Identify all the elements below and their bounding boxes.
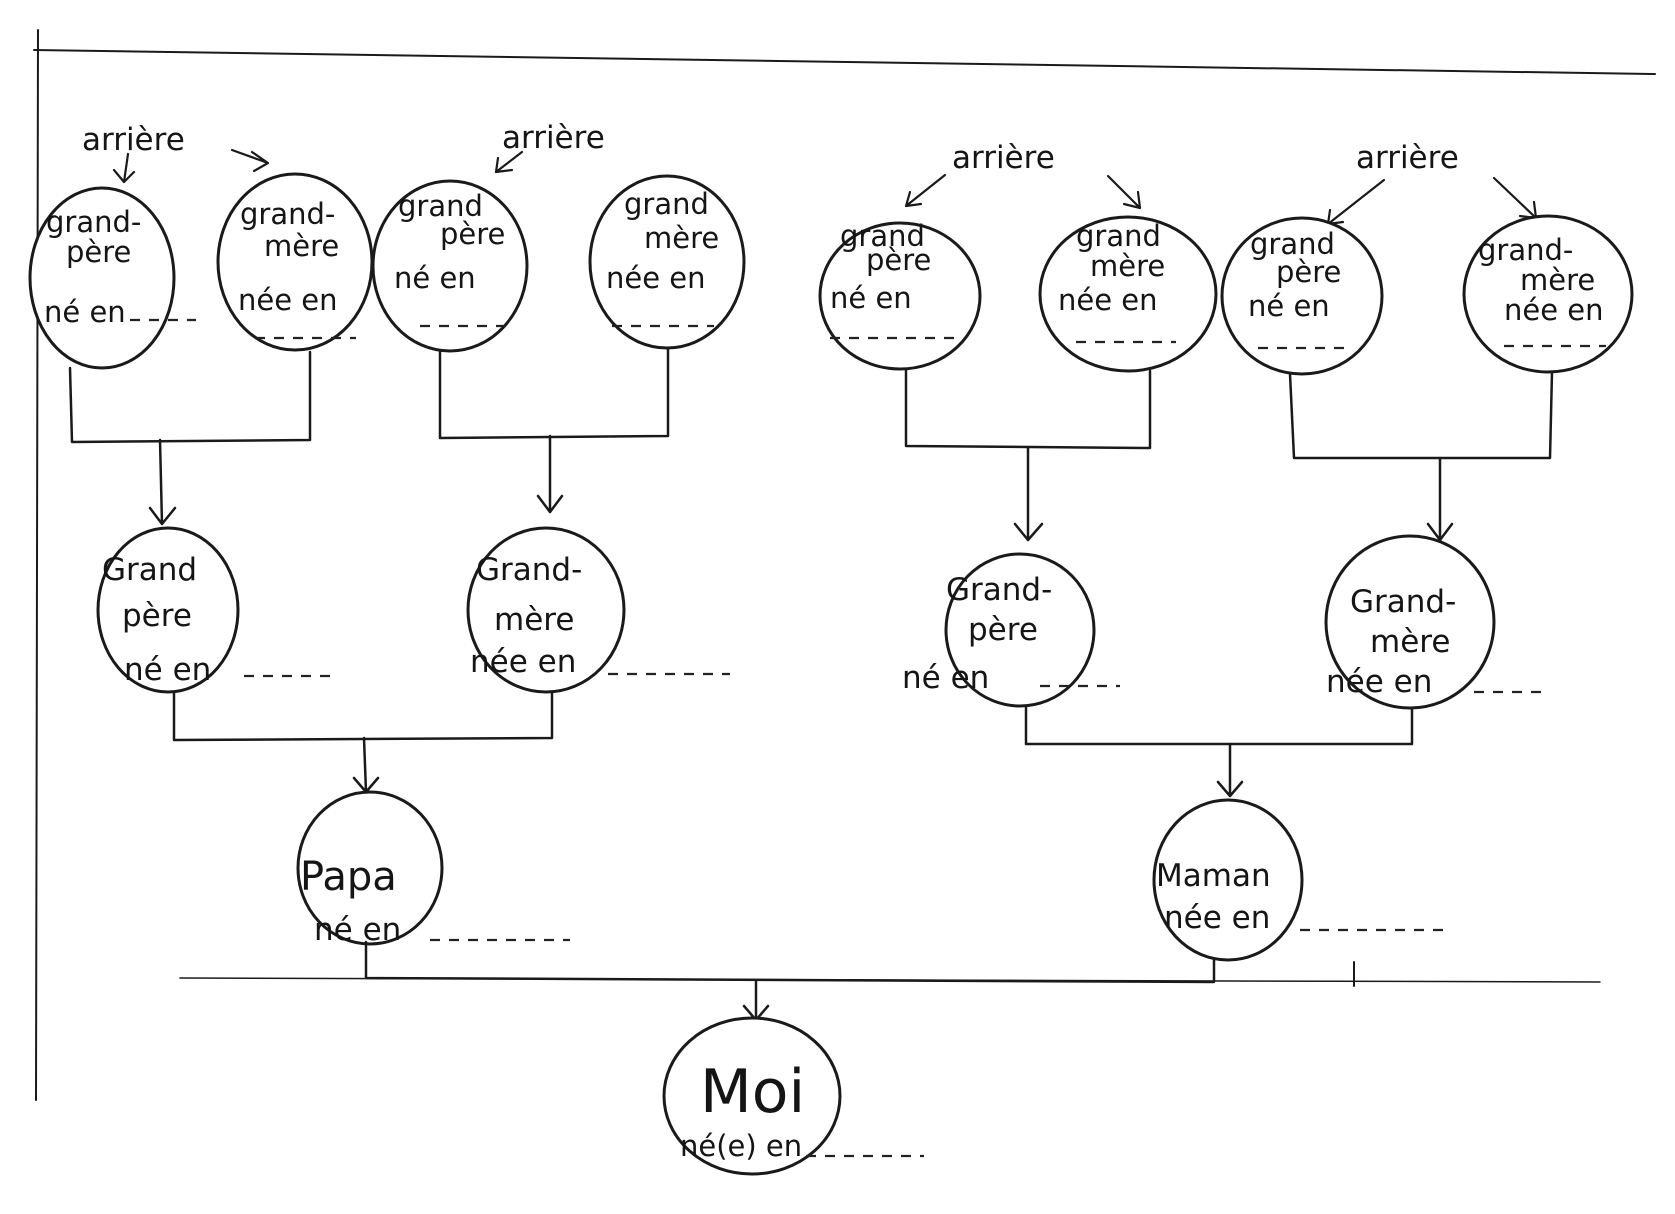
ggp-4-line2: père bbox=[1276, 255, 1341, 289]
gp-maternal-line3: né en bbox=[902, 660, 989, 696]
ggm-3-line2: mère bbox=[1090, 249, 1165, 283]
moi-line1: Moi bbox=[700, 1057, 805, 1127]
connectors-level-1 bbox=[68, 346, 1554, 542]
gp-paternal-line3: né en bbox=[124, 652, 211, 688]
arriere-label-3: arrière bbox=[952, 140, 1055, 176]
ggm-2-line3: née en bbox=[606, 261, 706, 295]
gm-maternal-line1: Grand- bbox=[1350, 584, 1456, 620]
arriere-label-2: arrière bbox=[502, 120, 605, 156]
ggp-4-line1: grand bbox=[1250, 227, 1335, 261]
ggp-2-line2: père bbox=[440, 217, 505, 251]
grandmother-paternal: Grand- mère née en bbox=[466, 526, 730, 694]
gp-maternal-line2: père bbox=[968, 612, 1038, 648]
arriere-group-3: arrière bbox=[904, 140, 1142, 210]
great-grandfather-3: grand père né en bbox=[818, 219, 982, 371]
ggp-3-line2: père bbox=[866, 243, 931, 277]
grandfather-maternal: Grand- père né en bbox=[902, 552, 1120, 708]
great-grandmother-3: grand mère née en bbox=[1038, 215, 1218, 373]
gm-paternal-line1: Grand- bbox=[476, 552, 582, 588]
moi-node: Moi né(e) en bbox=[662, 1016, 924, 1176]
ggm-4-line1: grand- bbox=[1478, 233, 1573, 267]
ggp-3-line3: né en bbox=[830, 281, 912, 315]
great-grandmother-4: grand- mère née en bbox=[1462, 214, 1634, 374]
gm-paternal-line3: née en bbox=[470, 644, 576, 680]
gp-maternal-line1: Grand- bbox=[946, 572, 1052, 608]
papa-node: Papa né en bbox=[296, 790, 570, 948]
grandfather-paternal: Grand père né en bbox=[96, 526, 330, 694]
arriere-group-1: arrière bbox=[82, 122, 270, 184]
maman-line1: Maman bbox=[1156, 858, 1271, 894]
ggp-1-line2: père bbox=[66, 235, 131, 269]
ggm-2-line1: grand bbox=[624, 187, 709, 221]
great-grandmother-2: grand mère née en bbox=[588, 174, 746, 350]
ggm-1-line1: grand- bbox=[240, 197, 335, 231]
ggm-1-line3: née en bbox=[238, 283, 338, 317]
ggp-1-line3: né en bbox=[44, 295, 126, 329]
ggm-1-line2: mère bbox=[264, 229, 339, 263]
gm-maternal-line2: mère bbox=[1370, 624, 1450, 660]
ggp-2-line3: né en bbox=[394, 261, 476, 295]
gp-paternal-line2: père bbox=[122, 598, 192, 634]
arriere-label-1: arrière bbox=[82, 122, 185, 158]
gm-maternal-line3: née en bbox=[1326, 664, 1432, 700]
ggp-4-line3: né en bbox=[1248, 289, 1330, 323]
maman-node: Maman née en bbox=[1152, 798, 1450, 962]
gp-paternal-line1: Grand bbox=[102, 552, 197, 588]
ggm-3-line3: née en bbox=[1058, 283, 1158, 317]
arriere-label-4: arrière bbox=[1356, 140, 1459, 176]
arriere-group-4: arrière bbox=[1326, 140, 1538, 226]
arriere-group-2: arrière bbox=[494, 120, 605, 174]
moi-line2: né(e) en bbox=[680, 1129, 802, 1163]
maman-line2: née en bbox=[1164, 900, 1270, 936]
ggp-3-line1: grand bbox=[840, 219, 925, 253]
great-grandfather-2: grand père né en bbox=[371, 179, 529, 353]
gm-paternal-line2: mère bbox=[494, 602, 574, 638]
ggm-2-line2: mère bbox=[644, 221, 719, 255]
connectors-level-3 bbox=[364, 940, 1355, 1022]
great-grandfather-4: grand père né en bbox=[1220, 216, 1384, 376]
ggm-3-line1: grand bbox=[1076, 219, 1161, 253]
ggp-1-line1: grand- bbox=[46, 205, 141, 239]
great-grandmother-1: grand- mère née en bbox=[216, 172, 374, 352]
grandmother-maternal: Grand- mère née en bbox=[1324, 534, 1546, 710]
papa-line1: Papa bbox=[300, 854, 397, 900]
ggm-4-line2: mère bbox=[1520, 263, 1595, 297]
connectors-level-2 bbox=[172, 690, 1414, 798]
ggp-2-line1: grand bbox=[398, 189, 483, 223]
papa-line2: né en bbox=[314, 912, 401, 948]
ggm-4-line3: née en bbox=[1504, 293, 1604, 327]
great-grandfather-1: grand- père né en bbox=[28, 186, 196, 370]
